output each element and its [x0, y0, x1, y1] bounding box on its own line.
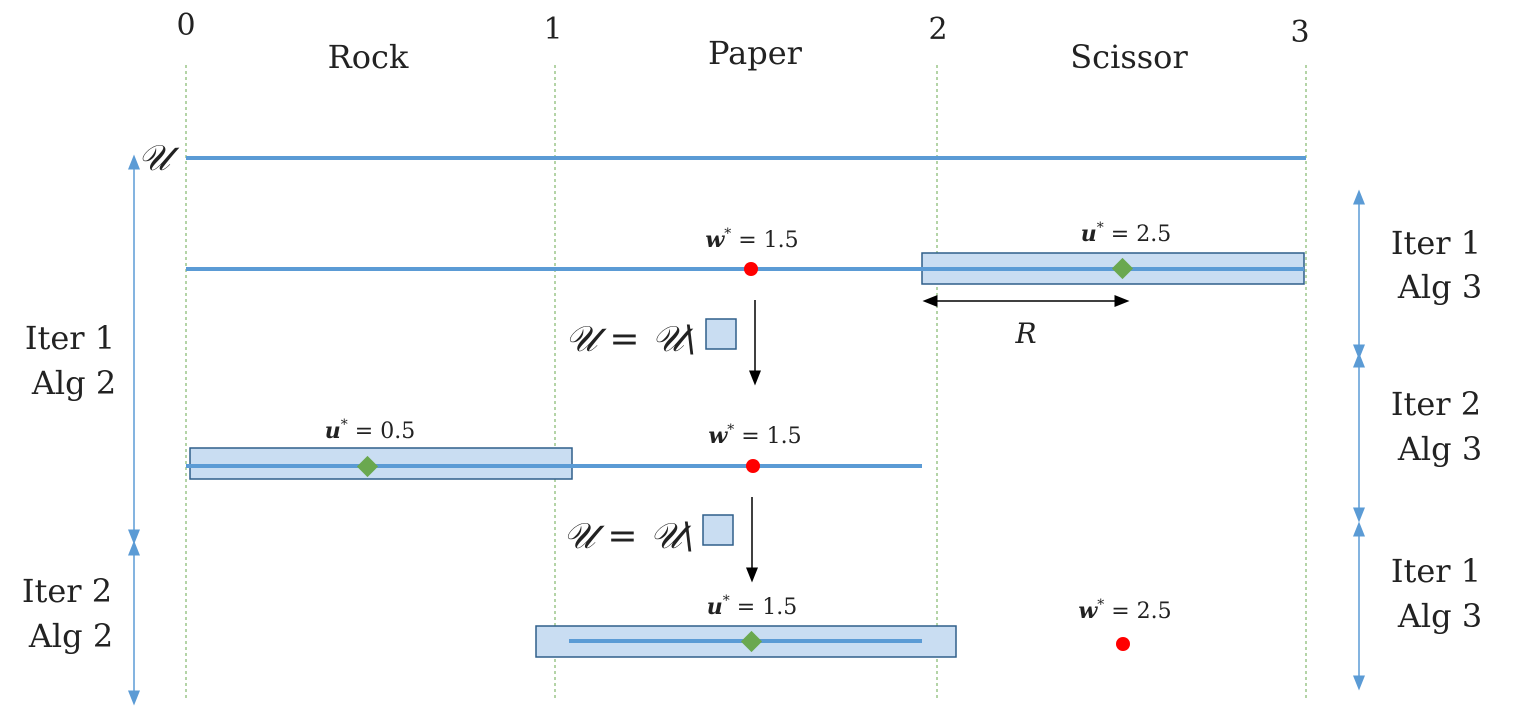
update-step-1-text: 𝒰=𝒰\: [565, 319, 696, 360]
row3-u-point: [740, 630, 763, 653]
category-scissor: Scissor: [1070, 38, 1188, 76]
right-label-1-line1: Iter 1: [1391, 224, 1481, 262]
left-label-1-line1: Iter 1: [25, 319, 115, 357]
row3-w-point: [1116, 637, 1130, 651]
right-label-3-line2: Alg 3: [1397, 597, 1482, 635]
row-2: u* = 0.5 w* = 1.5: [186, 417, 922, 480]
category-paper: Paper: [708, 34, 803, 72]
tick-label-1: 1: [543, 12, 562, 47]
row1-w-point: [744, 262, 758, 276]
tick-label-0: 0: [176, 8, 195, 43]
right-label-1-line2: Alg 3: [1397, 268, 1482, 306]
row1-u-annotation: u* = 2.5: [1081, 220, 1171, 247]
left-label-2-line1: Iter 2: [22, 572, 112, 610]
right-brackets: Iter 1 Alg 3 Iter 2 Alg 3 Iter 1 Alg 3: [1353, 189, 1482, 691]
row2-w-annotation: w* = 1.5: [708, 422, 801, 449]
row-3: u* = 1.5 w* = 2.5: [535, 593, 1172, 658]
row1-radius-label: R: [1014, 317, 1036, 350]
row2-w-point: [746, 459, 760, 473]
right-label-2-line2: Alg 3: [1397, 430, 1482, 468]
row1-w-annotation: w* = 1.5: [705, 226, 798, 253]
right-label-2-line1: Iter 2: [1391, 385, 1481, 423]
tick-label-2: 2: [928, 12, 947, 47]
tick-label-3: 3: [1290, 15, 1309, 50]
row2-radius-box: [189, 447, 573, 480]
right-label-3-line1: Iter 1: [1391, 552, 1481, 590]
update-step-2: 𝒰=𝒰\: [563, 497, 758, 583]
left-label-2-line2: Alg 2: [28, 617, 113, 655]
row-1: w* = 1.5 u* = 2.5 R: [186, 220, 1305, 350]
guide-lines: [185, 65, 1307, 700]
update-step-1-box-icon: [705, 318, 737, 350]
update-step-2-box-icon: [702, 514, 734, 546]
left-brackets: Iter 1 Alg 2 Iter 2 Alg 2: [22, 154, 140, 706]
category-rock: Rock: [328, 38, 409, 76]
row3-u-annotation: u* = 1.5: [707, 593, 797, 620]
universe-symbol: 𝒰: [138, 138, 180, 179]
update-step-1: 𝒰=𝒰\: [565, 300, 761, 386]
row3-w-annotation: w* = 2.5: [1078, 597, 1171, 624]
row2-u-annotation: u* = 0.5: [325, 417, 415, 444]
left-label-1-line2: Alg 2: [31, 364, 116, 402]
update-step-2-text: 𝒰=𝒰\: [563, 516, 694, 557]
